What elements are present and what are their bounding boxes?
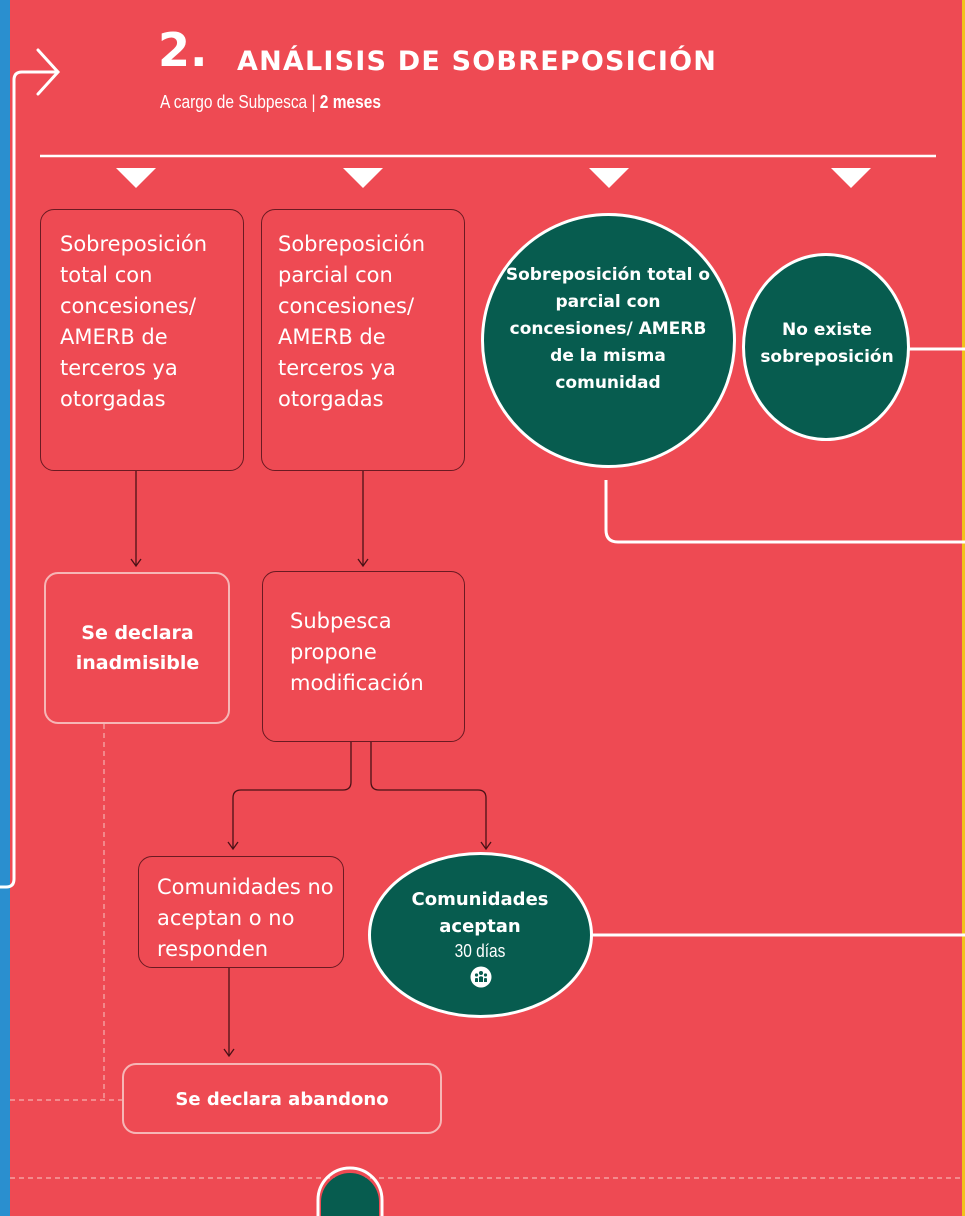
right-accent-strip <box>962 0 965 1216</box>
communities-reject-box <box>138 856 344 968</box>
abandonment-box <box>122 1063 442 1134</box>
triangle-down-icon <box>116 168 156 188</box>
case-partial-third-party-box <box>261 209 465 471</box>
communities-reject-label: Comunidades no aceptan o no responden <box>157 875 334 961</box>
step-number: 2. <box>158 23 208 77</box>
subtitle: A cargo de Subpesca | 2 meses <box>160 90 381 114</box>
proposes-modification-box <box>262 571 465 742</box>
triangle-down-icon <box>589 168 629 188</box>
communities-accept-circle <box>368 852 593 1018</box>
case-same-community-label: Sobreposición total o parcial con conces… <box>505 265 711 393</box>
case-same-community-circle <box>481 213 736 468</box>
communities-accept-label: Comunidades aceptan <box>411 889 549 937</box>
triangle-down-icon <box>343 168 383 188</box>
case-no-overlap-label: No existe sobreposición <box>760 320 894 367</box>
abandonment-label: Se declara abandono <box>175 1089 389 1110</box>
responsible-label: A cargo de Subpesca | <box>160 92 316 112</box>
page-title: ANÁLISIS DE SOBREPOSICIÓN <box>237 46 718 77</box>
case-total-third-party-label: Sobreposición total con concesiones/ AME… <box>60 232 208 411</box>
duration-label: 2 meses <box>319 92 381 112</box>
previous-step-connector <box>0 70 58 889</box>
accept-days-label: 30 días <box>454 941 506 961</box>
proposes-modification-label: Subpesca propone modificación <box>290 609 424 695</box>
case-total-third-party-box <box>40 209 244 471</box>
case-no-overlap-circle <box>742 253 910 441</box>
arrow-right-icon <box>36 48 61 96</box>
left-accent-strip <box>0 0 10 1216</box>
case-partial-third-party-label: Sobreposición parcial con concesiones/ A… <box>278 232 426 411</box>
triangle-down-icon <box>831 168 871 188</box>
inadmissible-box <box>44 572 230 724</box>
inadmissible-label: Se declara inadmisible <box>75 622 200 674</box>
community-people-icon <box>470 966 492 988</box>
